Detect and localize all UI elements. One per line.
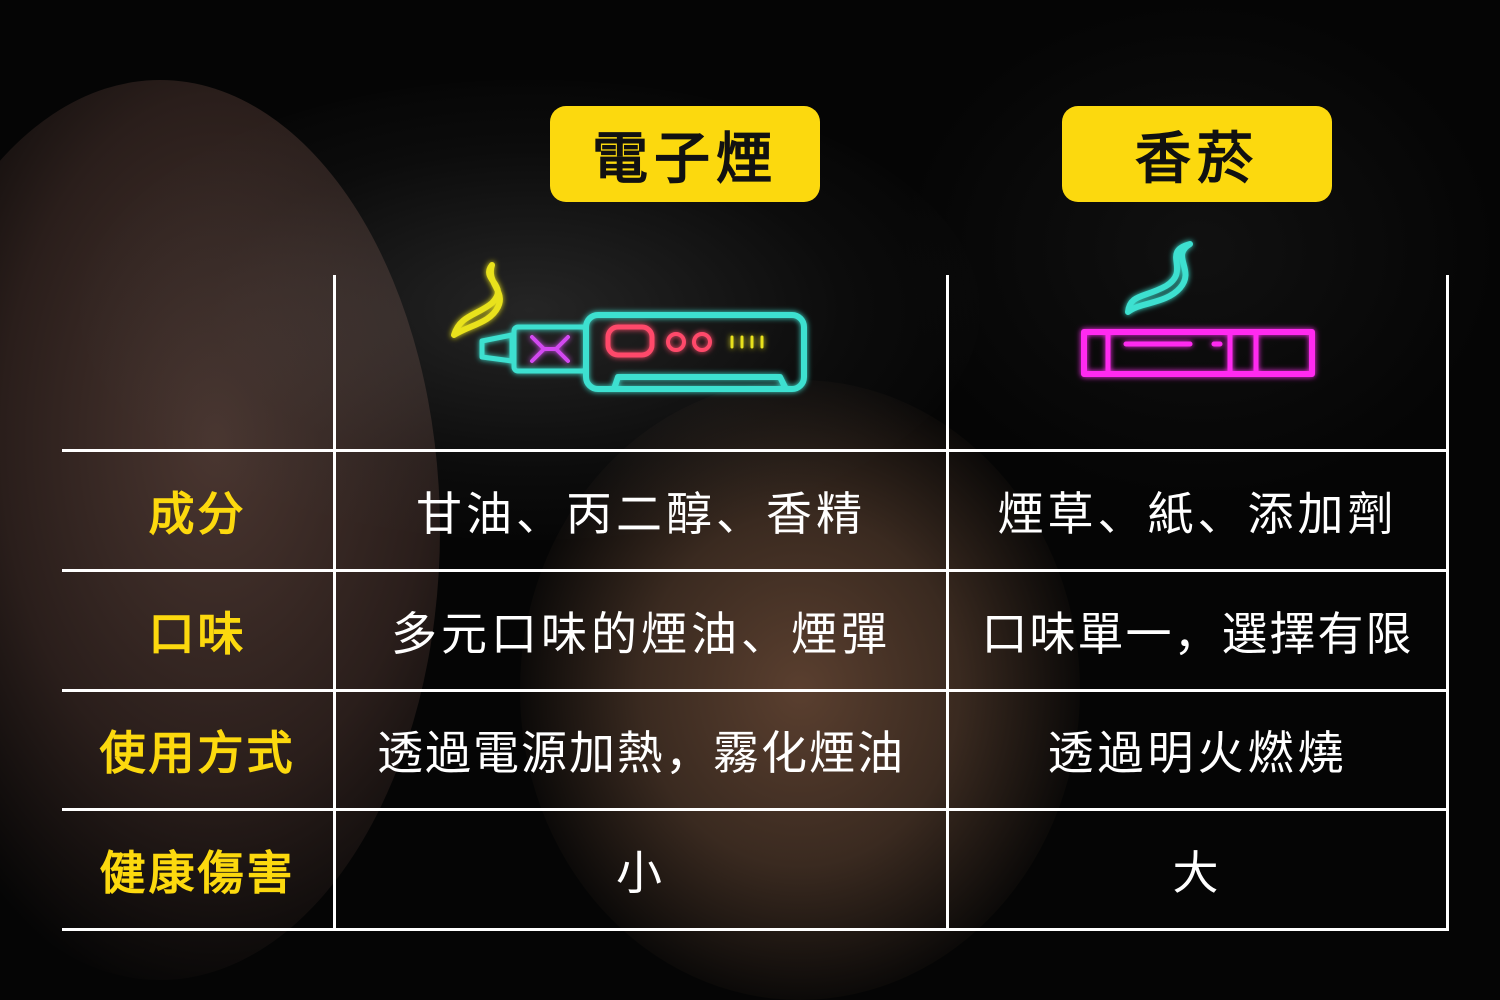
cigarette-flavor: 口味單一，選擇有限 (981, 606, 1414, 661)
table-divider (62, 449, 1448, 452)
cigarette-icon (1081, 241, 1315, 377)
table-divider (62, 808, 1448, 811)
row-label-health-harm: 健康傷害 (99, 845, 296, 900)
table-divider (62, 569, 1448, 572)
ecig-flavor: 多元口味的煙油、煙彈 (391, 606, 891, 661)
ecig-health-harm: 小 (616, 845, 666, 900)
cigarette-usage: 透過明火燃燒 (1047, 726, 1348, 780)
row-label-ingredients: 成分 (148, 486, 247, 541)
table-divider (62, 689, 1448, 692)
ecig-usage: 透過電源加熱，霧化煙油 (377, 726, 905, 780)
cigarette-ingredients: 煙草、紙、添加劑 (997, 486, 1398, 541)
table-divider (62, 928, 1448, 931)
column-divider (946, 275, 949, 931)
ecig-ingredients: 甘油、丙二醇、香精 (416, 486, 866, 541)
column-divider (333, 275, 336, 931)
column-divider (1446, 275, 1449, 931)
cigarette-header: 香菸 (1062, 106, 1332, 202)
vape-device-icon (451, 262, 807, 392)
cigarette-header-label: 香菸 (1135, 126, 1259, 192)
cigarette-health-harm: 大 (1172, 845, 1223, 900)
ecig-header-label: 電子煙 (592, 126, 778, 192)
row-label-flavor: 口味 (148, 606, 247, 661)
row-label-usage: 使用方式 (99, 726, 296, 780)
ecig-header: 電子煙 (550, 106, 820, 202)
